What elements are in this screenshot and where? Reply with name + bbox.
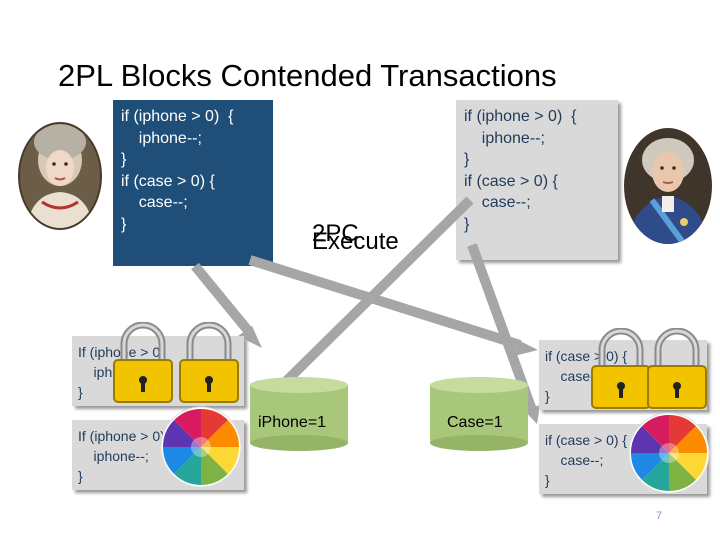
right-transaction-code: if (iphone > 0) { iphone--; } if (case >… bbox=[456, 100, 618, 260]
code-line: case--; bbox=[121, 194, 188, 211]
iphone-shard-cylinder bbox=[250, 377, 348, 451]
code-line: iphone--; bbox=[78, 448, 149, 464]
spinner-icon bbox=[160, 406, 242, 488]
code-line: if (iphone > 0) { bbox=[464, 108, 577, 125]
label-execute: Execute bbox=[312, 228, 399, 255]
code-line: } bbox=[78, 468, 83, 484]
code-line: } bbox=[121, 151, 127, 168]
code-line: case--; bbox=[464, 194, 531, 211]
spinner-icon bbox=[628, 412, 710, 494]
code-line: if (case > 0) { bbox=[121, 172, 215, 190]
code-line: if (case > 0) { bbox=[464, 172, 558, 190]
left-portrait bbox=[18, 122, 102, 230]
code-line: } bbox=[78, 384, 83, 400]
code-line: } bbox=[121, 215, 127, 233]
code-line: } bbox=[545, 472, 550, 488]
case-shard-label: Case=1 bbox=[447, 414, 503, 431]
arrow-right-to-iphone-shard bbox=[258, 196, 474, 409]
page-number: 7 bbox=[656, 510, 663, 522]
arrowhead bbox=[238, 326, 262, 348]
code-line: if (case > 0) { bbox=[545, 348, 628, 364]
code-line: } bbox=[464, 215, 470, 233]
lock-icon bbox=[179, 322, 239, 403]
code-line: } bbox=[464, 151, 470, 168]
case-shard-cylinder bbox=[430, 377, 528, 451]
right-portrait bbox=[624, 128, 712, 244]
arrow-left-to-iphone-shard bbox=[191, 262, 254, 337]
code-line: if (case > 0) { bbox=[545, 432, 628, 448]
code-line: iphone--; bbox=[121, 129, 202, 147]
arrowhead bbox=[514, 340, 538, 356]
code-line: } bbox=[545, 388, 550, 404]
lock-icon bbox=[591, 328, 651, 409]
left-transaction-code: if (iphone > 0) { iphone--; } if (case >… bbox=[113, 100, 273, 266]
arrow-left-to-case-shard bbox=[248, 255, 522, 350]
iphone-shard-label: iPhone=1 bbox=[258, 414, 327, 431]
label-2pc: 2PC bbox=[312, 220, 359, 247]
code-line: case--; bbox=[545, 452, 604, 468]
slide-title: 2PL Blocks Contended Transactions bbox=[58, 58, 557, 93]
lock-icon bbox=[113, 322, 173, 403]
code-line: iphone--; bbox=[464, 129, 545, 147]
code-line: if (iphone > 0) { bbox=[121, 108, 234, 125]
lock-icon bbox=[647, 328, 707, 409]
